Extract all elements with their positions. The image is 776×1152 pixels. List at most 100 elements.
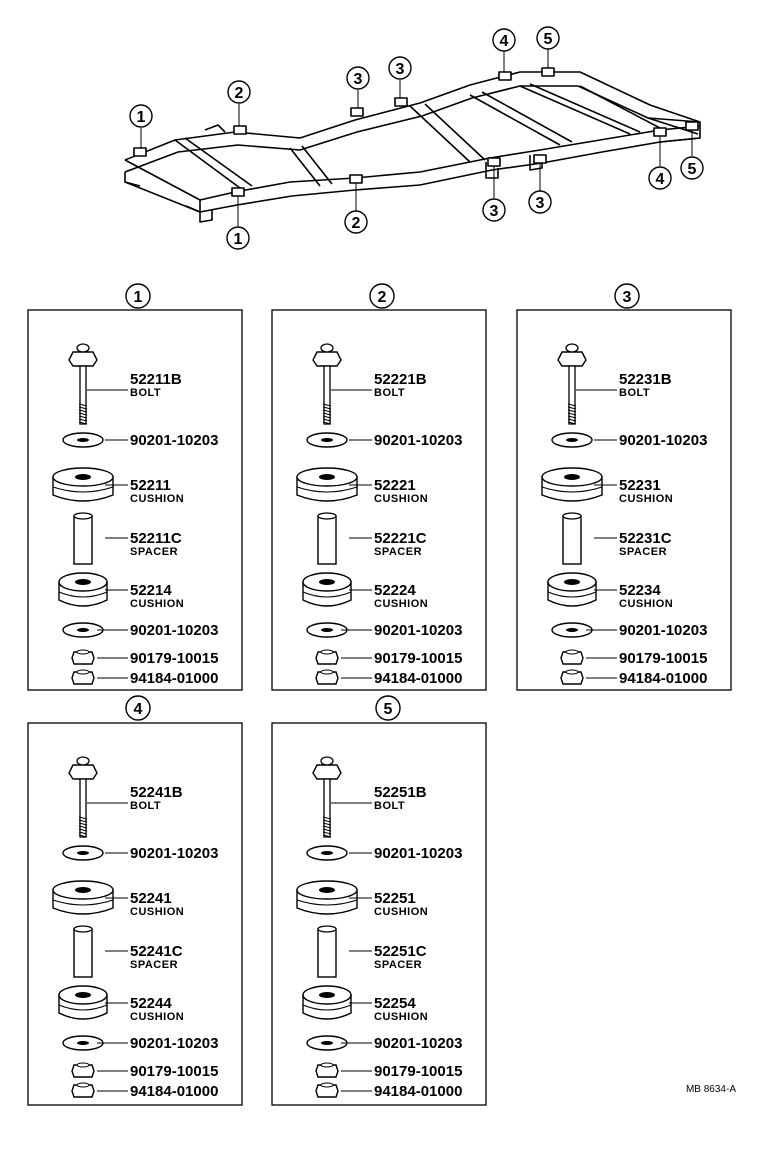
part-item: 90201-10203 [306, 432, 462, 449]
svg-text:3: 3 [536, 195, 545, 212]
part-number: 52251 [374, 890, 416, 907]
svg-text:3: 3 [490, 203, 499, 220]
part-description: CUSHION [619, 493, 673, 505]
part-group-heading-1: 1 [125, 283, 151, 309]
chassis-frame-illustration [124, 48, 701, 226]
part-group-box [27, 722, 243, 1106]
svg-text:5: 5 [688, 161, 697, 178]
svg-text:3: 3 [396, 61, 405, 78]
part-group-3: 352231BBOLT90201-1020352231CUSHION52231C… [516, 283, 732, 691]
part-group-box [271, 722, 487, 1106]
part-number: 52221 [374, 477, 416, 494]
part-item: 90201-10203 [306, 845, 462, 862]
part-group-box [516, 309, 732, 691]
part-number: 94184-01000 [374, 670, 462, 687]
part-description: CUSHION [374, 1011, 428, 1023]
part-item: 94184-01000 [315, 669, 462, 687]
part-number: 52211 [130, 477, 171, 494]
part-number: 52211B [130, 371, 182, 388]
part-number: 90201-10203 [619, 432, 707, 449]
part-description: BOLT [130, 800, 161, 812]
part-item: 90201-10203 [62, 845, 218, 862]
part-description: CUSHION [374, 493, 428, 505]
frame-callout-c3c: 3 [482, 198, 506, 222]
part-item: 94184-01000 [71, 669, 218, 687]
part-number: 90179-10015 [130, 1063, 218, 1080]
part-group-heading-3: 3 [614, 283, 640, 309]
part-item: 90201-10203 [62, 432, 218, 449]
part-number: 94184-01000 [619, 670, 707, 687]
part-item: 90201-10203 [306, 1035, 462, 1052]
svg-text:1: 1 [234, 231, 243, 248]
part-number: 52231B [619, 371, 672, 388]
svg-text:2: 2 [378, 289, 387, 306]
part-item: 90179-10015 [560, 649, 707, 667]
frame-callout-c3a: 3 [346, 66, 370, 90]
part-group-box [27, 309, 243, 691]
part-number: 52221B [374, 371, 427, 388]
svg-text:5: 5 [384, 701, 393, 718]
part-description: CUSHION [130, 598, 184, 610]
part-item: 94184-01000 [315, 1082, 462, 1100]
part-number: 90201-10203 [374, 1035, 462, 1052]
part-number: 52234 [619, 582, 661, 599]
frame-callout-c1b: 1 [226, 226, 250, 250]
frame-callout-c2a: 2 [227, 80, 251, 104]
frame-callout-c5b: 5 [680, 156, 704, 180]
part-group-heading-5: 5 [375, 695, 401, 721]
part-item: 90201-10203 [551, 432, 707, 449]
part-number: 90179-10015 [130, 650, 218, 667]
frame-callout-c2b: 2 [344, 210, 368, 234]
part-number: 94184-01000 [130, 670, 218, 687]
part-number: 90179-10015 [619, 650, 707, 667]
part-number: 52241C [130, 943, 183, 960]
part-item: 90201-10203 [62, 1035, 218, 1052]
part-description: SPACER [619, 546, 667, 558]
frame-callout-c4b: 4 [648, 166, 672, 190]
part-number: 52241B [130, 784, 183, 801]
part-item: 90179-10015 [315, 649, 462, 667]
part-number: 90201-10203 [374, 845, 462, 862]
frame-callout-c1a: 1 [129, 104, 153, 128]
part-description: BOLT [374, 387, 405, 399]
part-number: 90201-10203 [374, 432, 462, 449]
part-item: 90201-10203 [306, 622, 462, 639]
svg-text:4: 4 [500, 33, 509, 50]
svg-text:1: 1 [134, 289, 143, 306]
part-group-2: 252221BBOLT90201-1020352221CUSHION52221C… [271, 283, 487, 691]
svg-text:4: 4 [656, 171, 665, 188]
svg-text:5: 5 [544, 31, 553, 48]
part-group-heading-4: 4 [125, 695, 151, 721]
reference-code: MB 8634-A [685, 1084, 736, 1095]
part-number: 52211C [130, 530, 182, 547]
svg-text:3: 3 [354, 71, 363, 88]
part-number: 52214 [130, 582, 172, 599]
part-number: 90201-10203 [130, 845, 218, 862]
frame-callout-c3d: 3 [528, 190, 552, 214]
part-description: BOLT [619, 387, 650, 399]
part-description: CUSHION [374, 598, 428, 610]
part-number: 52244 [130, 995, 172, 1012]
frame-callout-c3b: 3 [388, 56, 412, 80]
part-number: 90179-10015 [374, 1063, 462, 1080]
part-number: 90201-10203 [374, 622, 462, 639]
part-item: 90201-10203 [62, 622, 218, 639]
part-item: 90179-10015 [71, 1062, 218, 1080]
part-item: 94184-01000 [71, 1082, 218, 1100]
part-number: 90201-10203 [619, 622, 707, 639]
part-number: 52254 [374, 995, 416, 1012]
